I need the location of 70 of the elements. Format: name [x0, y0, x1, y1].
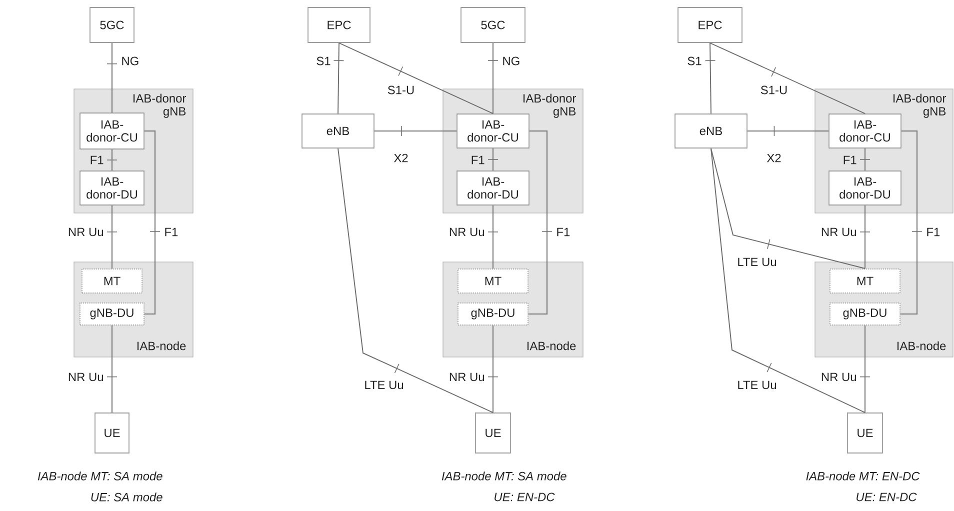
edge-label: NR Uu: [448, 372, 486, 382]
network-box: gNB-DU: [80, 302, 144, 326]
network-box: EPC: [308, 7, 370, 43]
edge-label: NR Uu: [820, 226, 858, 238]
network-box: UE: [847, 412, 883, 454]
interface-line: [106, 204, 118, 270]
edge-label: LTE Uu: [736, 256, 778, 268]
interface-line: [710, 148, 866, 270]
interface-line: [860, 204, 870, 270]
edge-label: F1: [163, 226, 180, 238]
interface-line: [338, 148, 494, 414]
edge-label: LTE Uu: [736, 380, 778, 390]
interface-line: [710, 148, 866, 414]
interface-line: [488, 324, 498, 414]
edge-label: NG: [120, 56, 140, 66]
interface-line: [860, 324, 870, 414]
edge-label: NR Uu: [66, 226, 105, 238]
interface-line: [106, 42, 118, 114]
caption-text: UE: EN-DC: [494, 492, 555, 502]
edge-label: S1: [686, 56, 703, 66]
caption-text: UE: EN-DC: [856, 492, 917, 502]
network-box: UE: [475, 412, 511, 454]
interface-line: [374, 126, 458, 136]
edge-label: S1-U: [759, 84, 789, 96]
network-box: IAB- donor-DU: [828, 170, 902, 206]
network-box: IAB- donor-CU: [828, 114, 902, 148]
network-box: eNB: [302, 114, 374, 148]
interface-line: [338, 42, 494, 114]
edge-label: NR Uu: [66, 372, 105, 382]
network-box: eNB: [674, 114, 748, 148]
interface-line: [333, 42, 344, 114]
edge-label: F1: [925, 226, 942, 238]
interface-line: [488, 148, 498, 172]
edge-label: F1: [555, 226, 572, 238]
network-box: UE: [94, 412, 130, 454]
interface-line: [106, 324, 118, 414]
network-box: MT: [458, 268, 528, 294]
interface-line: [488, 42, 498, 114]
network-box: IAB- donor-DU: [80, 170, 144, 206]
caption-text: IAB-node MT: EN-DC: [806, 472, 920, 480]
interface-line: [144, 130, 160, 314]
network-box: gNB-DU: [458, 302, 528, 326]
network-box: IAB- donor-CU: [80, 112, 144, 150]
caption-text: IAB-node MT: SA mode: [442, 472, 566, 480]
interface-line: [528, 130, 552, 314]
network-box: gNB-DU: [830, 302, 900, 326]
edge-label: S1: [315, 56, 332, 66]
network-box: EPC: [678, 7, 742, 43]
network-box: IAB- donor-CU: [456, 114, 530, 148]
caption-text: IAB-node MT: SA mode: [38, 472, 162, 480]
interface-line: [746, 126, 830, 136]
edge-label: NR Uu: [820, 372, 858, 382]
network-box: 5GC: [90, 7, 134, 43]
interface-line: [710, 42, 866, 114]
interface-line: [704, 42, 716, 114]
caption-text: UE: SA mode: [91, 492, 162, 502]
edge-label: NG: [501, 56, 522, 66]
network-box: MT: [82, 268, 142, 294]
interface-line: [860, 148, 870, 172]
edge-label: X2: [766, 152, 782, 164]
edge-label: X2: [392, 152, 410, 164]
edge-label: LTE Uu: [363, 380, 405, 390]
edge-label: S1-U: [386, 84, 416, 96]
interface-line: [900, 130, 922, 314]
interface-line: [106, 148, 118, 172]
edge-label: NR Uu: [448, 226, 486, 238]
network-box: MT: [830, 268, 900, 294]
network-box: IAB- donor-DU: [456, 170, 530, 206]
interface-line: [488, 204, 498, 270]
network-box: 5GC: [460, 7, 526, 43]
